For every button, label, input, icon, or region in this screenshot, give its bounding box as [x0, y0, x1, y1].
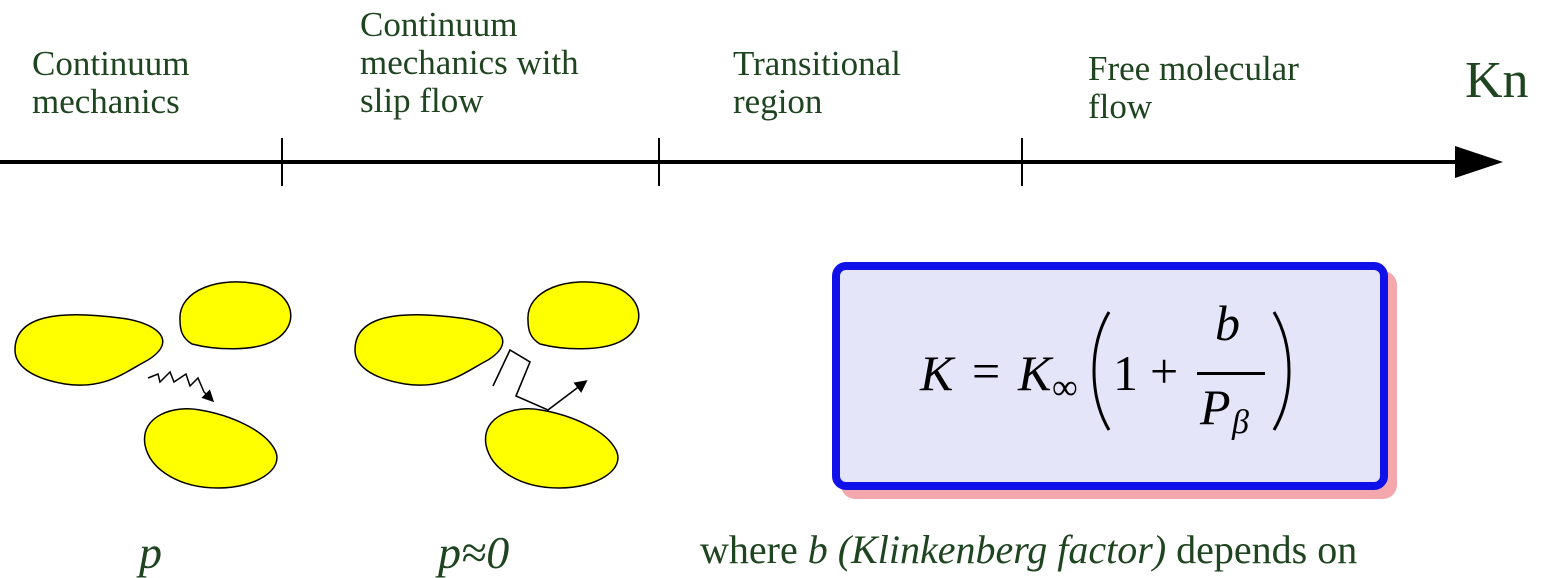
footnote-prefix: where [700, 527, 808, 572]
formula: K = K ∞ 1 + b P β [900, 320, 1360, 450]
footnote-suffix: depends on [1166, 527, 1357, 572]
fraction-bar [1197, 372, 1265, 375]
continuum-grains [15, 282, 291, 488]
klinkenberg-formula-box: K = K ∞ 1 + b P β [832, 262, 1388, 490]
grain-shape [180, 282, 291, 349]
formula-k-inf: K [1018, 344, 1051, 402]
grain-shape [15, 315, 163, 385]
slip-flow-grains [355, 282, 639, 488]
caption-continuum-pressure: p [139, 530, 162, 576]
grain-shape [486, 409, 618, 488]
formula-lhs-k: K [920, 344, 953, 402]
grain-shape [145, 409, 277, 488]
formula-beta-subscript: β [1232, 404, 1249, 442]
formula-inf-subscript: ∞ [1052, 366, 1078, 408]
formula-equals: = [972, 342, 1000, 400]
footnote: where b (Klinkenberg factor) depends on [700, 528, 1357, 572]
formula-one: 1 [1113, 344, 1138, 402]
grain-shape [355, 315, 503, 385]
formula-numerator-b: b [1215, 294, 1240, 352]
left-paren [1085, 306, 1115, 436]
formula-denominator-p: P [1200, 378, 1231, 436]
zigzag-path [148, 372, 212, 400]
grain-shape [528, 282, 639, 349]
right-paren [1268, 306, 1298, 436]
footnote-italic: b (Klinkenberg factor) [808, 527, 1166, 572]
reflected-path [493, 350, 585, 410]
caption-slip-pressure: p≈0 [438, 530, 509, 576]
formula-plus: + [1150, 342, 1178, 400]
